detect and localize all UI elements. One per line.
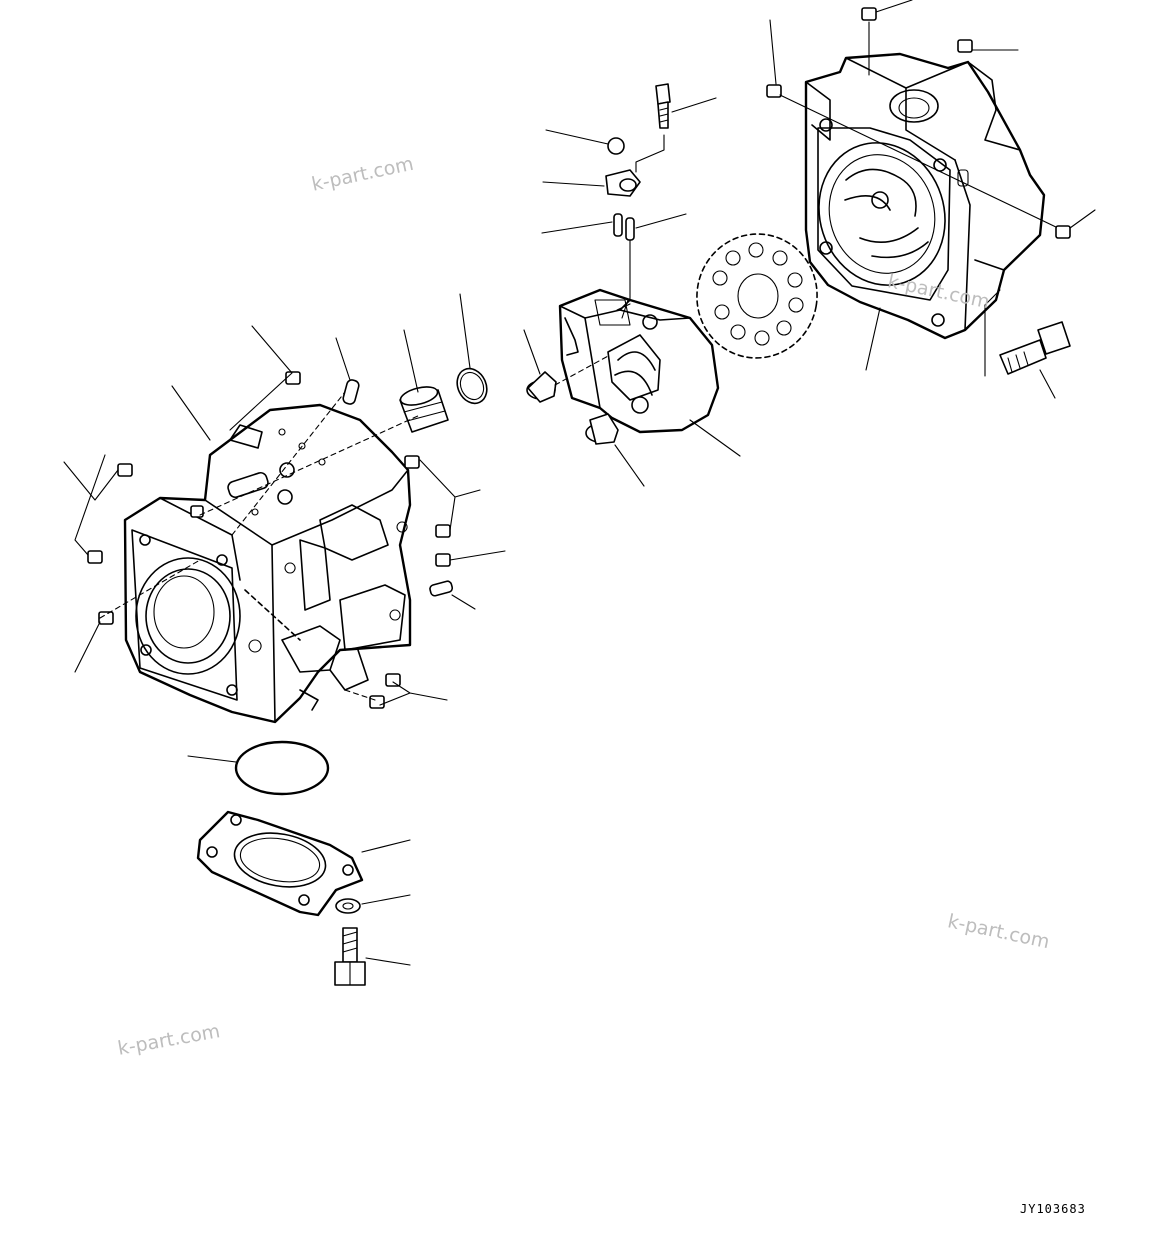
end-cap-fasteners (766, 0, 1096, 399)
leader-lines-left (63, 293, 506, 706)
gasket-disc (696, 233, 818, 359)
valve-plate (558, 288, 720, 434)
bottom-seal-parts (187, 740, 411, 986)
pin-sleeve-ring-top (342, 367, 488, 597)
valve-small-parts (523, 83, 741, 487)
main-pump-case (123, 403, 412, 724)
end-cap-housing (804, 52, 1046, 340)
drawing-code: JY103683 (1020, 1202, 1086, 1216)
